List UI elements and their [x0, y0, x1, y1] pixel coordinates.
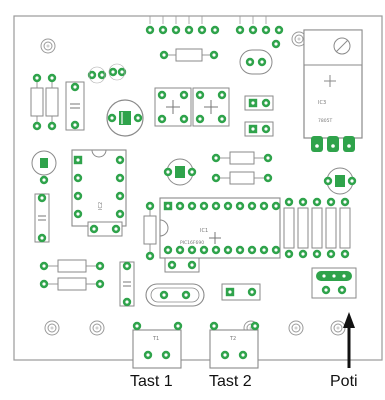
caption-potentiometer: Poti — [330, 373, 358, 390]
ic1-part-label: PIC16F690 — [180, 240, 204, 246]
ic1-label: IC1 — [200, 228, 208, 234]
header-right — [235, 16, 284, 35]
header-left — [145, 16, 220, 35]
ic2-dip: IC2 — [71, 149, 127, 227]
crystal-top-right — [239, 39, 281, 75]
capacitor-ic1-bottom — [164, 257, 200, 273]
resistors-mid — [211, 151, 273, 185]
t2-label: T2 — [229, 336, 236, 342]
push-button-t1: T1 — [132, 321, 183, 369]
push-button-t2: T2 — [209, 321, 260, 369]
resistor-vertical-mid — [143, 201, 157, 261]
resistor-array-right — [283, 197, 351, 259]
potentiometer-footprint — [311, 267, 357, 299]
trim-pot-2 — [192, 87, 230, 127]
t1-label: T1 — [152, 336, 159, 342]
resistors-left — [30, 73, 59, 131]
arrow-up-icon — [343, 312, 355, 368]
electrolytic-cap-large — [106, 99, 144, 137]
resistor-top — [159, 48, 219, 62]
crystal-bottom — [145, 283, 205, 307]
capacitor-bottom-vertical — [119, 261, 135, 307]
caption-button-1: Tast 1 — [130, 373, 173, 390]
capacitor-bottom-mid — [221, 283, 261, 301]
resistors-bottom-left — [39, 259, 105, 291]
ic3-part-label: 7805T — [318, 118, 332, 124]
capacitors-mid-right — [244, 95, 274, 137]
regulator-ic3: IC3 7805T — [303, 29, 363, 152]
electrolytic-cap-left — [31, 150, 57, 185]
led-1 — [87, 66, 107, 84]
ic3-label: IC3 — [318, 100, 326, 106]
capacitor-c17 — [65, 81, 85, 131]
caption-button-2: Tast 2 — [209, 373, 252, 390]
led-2 — [108, 63, 127, 81]
electrolytic-cap-center — [163, 158, 197, 186]
electrolytic-cap-right — [323, 167, 357, 195]
ic2-label: IC2 — [98, 202, 104, 210]
ic1-dip: IC1 PIC16F690 — [159, 197, 281, 259]
capacitor-left-vertical — [34, 193, 50, 243]
trim-pot-1 — [154, 87, 192, 127]
capacitor-ic2-bottom — [87, 221, 123, 237]
